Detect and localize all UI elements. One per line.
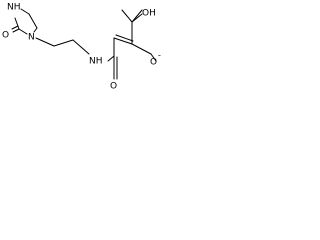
charge-sign: - <box>158 51 161 60</box>
atom-o-amide: O <box>110 82 117 92</box>
atom-o-carboxylate: O <box>150 58 157 68</box>
bond-nh-co <box>107 55 115 62</box>
structure-canvas: NH O N NH O OH O - <box>0 0 170 91</box>
bond-cq-oh <box>131 13 143 23</box>
bond-ch-c-b <box>115 34 134 42</box>
atom-o-ring: O <box>2 31 9 41</box>
bond-ch2-ch2 <box>53 39 74 47</box>
bond-ch2-nh <box>72 39 90 55</box>
bond-ring-n1-c2 <box>18 28 28 35</box>
bond-ring-c4-c5 <box>28 13 38 29</box>
bonds <box>11 8 157 80</box>
bond-ring-c2-o-a <box>12 28 20 33</box>
bond-ch-c-a <box>113 37 133 45</box>
bond-cq-me2 <box>131 9 143 23</box>
atom-n-ring: N <box>28 33 35 43</box>
structural-formula: NH O N NH O OH O - <box>2 3 161 92</box>
atom-nh-ring: NH <box>7 3 21 13</box>
atom-oh: OH <box>142 9 156 19</box>
atom-labels: NH O N NH O OH O - <box>2 3 161 92</box>
bond-ring-c4-nh <box>20 8 30 15</box>
bond-ring-c2-nh <box>14 17 20 30</box>
bond-ring-c5-n1 <box>33 27 38 33</box>
bond-c-coo <box>131 43 152 55</box>
bond-n1-ch2 <box>35 37 55 47</box>
bond-ring-c2-o-b <box>11 25 19 30</box>
atom-nh-amide: NH <box>89 57 103 67</box>
bond-coo-o <box>150 53 157 62</box>
bond-cq-me1 <box>121 9 133 23</box>
